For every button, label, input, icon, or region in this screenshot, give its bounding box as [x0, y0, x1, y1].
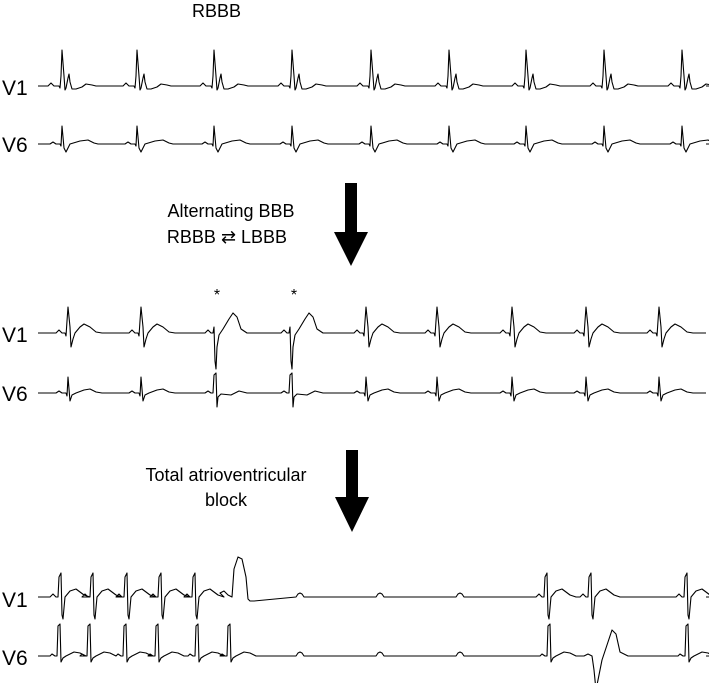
- lead-label-v1-panel3: V1: [2, 589, 28, 612]
- ecg-trace-v1-alternating: [38, 306, 706, 370]
- ecg-trace-v6-rbbb: [38, 125, 709, 153]
- ecg-trace-v1-rbbb: [38, 49, 709, 91]
- lead-label-v6-panel2: V6: [2, 383, 28, 406]
- ecg-trace-v6-av-block: [38, 623, 709, 683]
- caption-total-av-block: Total atrioventricular: [145, 465, 306, 485]
- caption-rbbb-lbbb: RBBB ⇄ LBBB: [167, 227, 287, 247]
- ecg-trace-v6-alternating: [38, 372, 706, 408]
- down-arrow-icon: [334, 183, 368, 266]
- caption-alternating-bbb: Alternating BBB: [167, 201, 294, 221]
- lead-label-v1-panel2: V1: [2, 324, 28, 347]
- ecg-trace-v1-av-block: [38, 556, 709, 620]
- down-arrow-icon: [335, 450, 369, 532]
- lead-label-v1-panel1: V1: [2, 77, 28, 100]
- lead-label-v6-panel3: V6: [2, 647, 28, 670]
- panel-title-rbbb: RBBB: [192, 1, 241, 21]
- asterisk-marker-1: *: [214, 287, 220, 304]
- lead-label-v6-panel1: V6: [2, 134, 28, 157]
- caption-block: block: [205, 490, 248, 510]
- asterisk-marker-2: *: [291, 287, 297, 304]
